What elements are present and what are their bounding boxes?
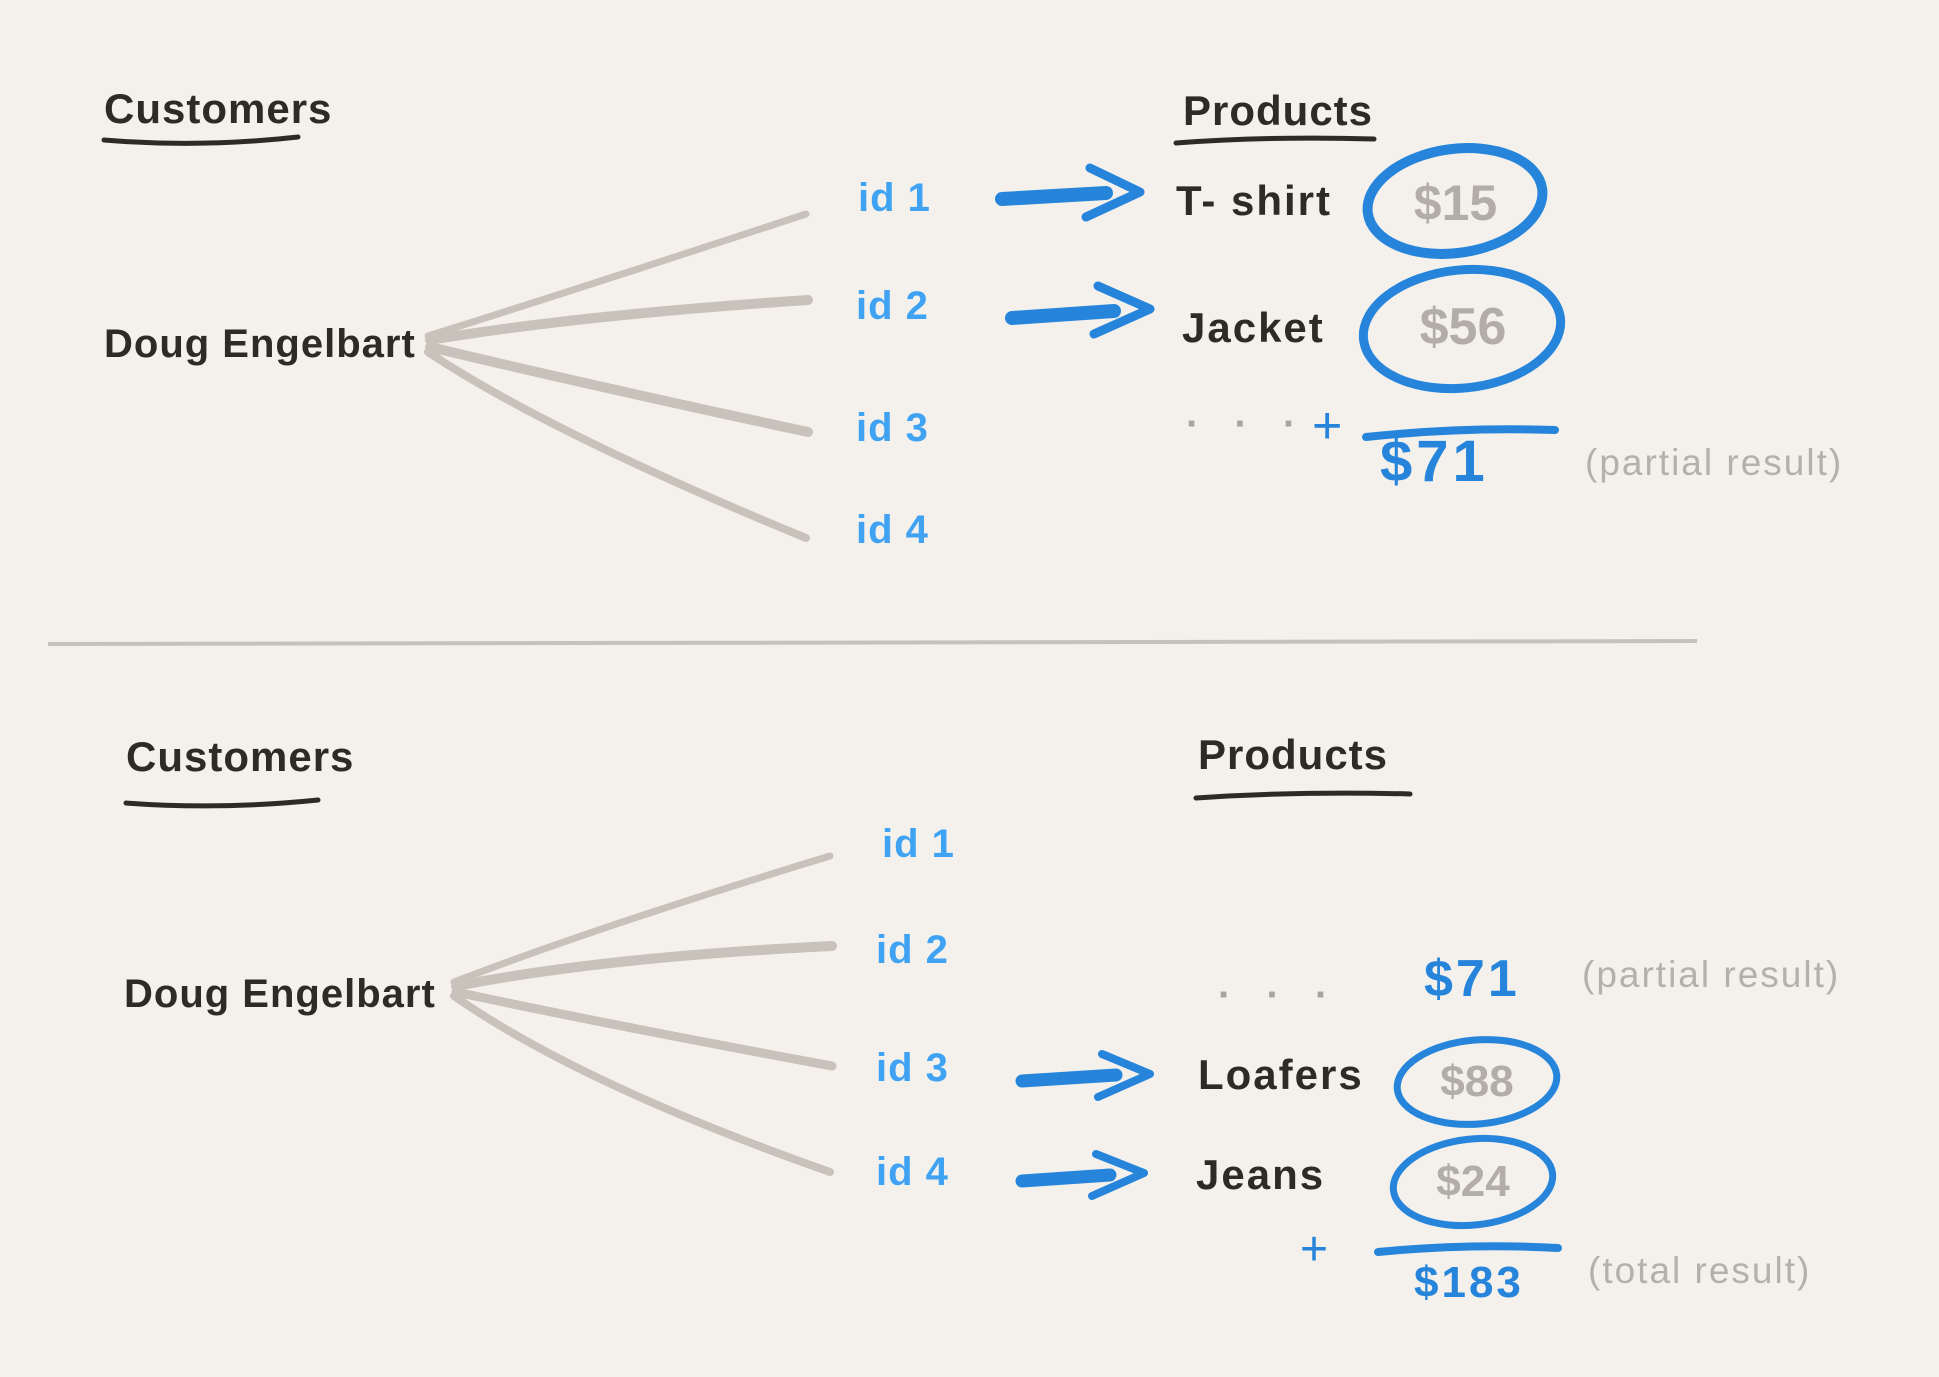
tree-branch-top-id2 [425, 295, 813, 345]
bottom-product-price-2: $24 [1436, 1157, 1510, 1206]
underline-products-top [1173, 135, 1377, 146]
bottom-id-4: id 4 [876, 1150, 949, 1194]
bottom-plus-sign: + [1300, 1223, 1329, 1276]
tree-branch-top-id3 [425, 342, 813, 437]
tree-branch-bottom-id3 [451, 987, 837, 1071]
divider-line [47, 639, 1698, 646]
sum-line-bottom [1374, 1242, 1562, 1256]
top-sum-value: $71 [1380, 429, 1489, 494]
top-id-4: id 4 [856, 508, 929, 552]
top-customer-name: Doug Engelbart [104, 322, 416, 366]
top-id-1: id 1 [858, 176, 931, 220]
bottom-sum-note: (total result) [1588, 1250, 1812, 1291]
arrow-icon-id4-jeans [1015, 1150, 1148, 1200]
bottom-id-2: id 2 [876, 928, 949, 972]
underline-customers-top [101, 134, 301, 146]
underline-products-bottom [1193, 790, 1413, 801]
sum-line-top [1362, 425, 1559, 441]
tree-branch-bottom-id2 [451, 941, 837, 991]
top-id-2: id 2 [856, 284, 929, 328]
tree-branch-top-id4 [424, 348, 810, 542]
arrow-icon-id1-tshirt [995, 163, 1145, 222]
underline-customers-bottom [123, 797, 321, 809]
top-product-price-2: $56 [1419, 298, 1507, 356]
top-product-name-1: T- shirt [1176, 177, 1333, 224]
bottom-ellipsis: · · · [1218, 973, 1341, 1017]
bottom-product-name-2: Jeans [1196, 1151, 1326, 1198]
price-circle-15 [1362, 143, 1548, 259]
bottom-id-1: id 1 [882, 822, 955, 866]
price-circle-88 [1393, 1036, 1561, 1128]
top-ellipsis: · · · [1186, 402, 1309, 446]
top-product-name-2: Jacket [1182, 304, 1325, 351]
bottom-carried-sum: $71 [1424, 950, 1520, 1008]
bottom-products-heading: Products [1198, 731, 1389, 778]
bottom-customer-name: Doug Engelbart [124, 972, 436, 1016]
bottom-product-price-1: $88 [1440, 1057, 1514, 1106]
price-circle-24 [1389, 1134, 1557, 1230]
tree-branch-bottom-id1 [450, 852, 834, 986]
bottom-product-name-1: Loafers [1198, 1051, 1364, 1098]
bottom-sum-value: $183 [1414, 1258, 1524, 1307]
top-products-heading: Products [1183, 87, 1374, 134]
bottom-customers-heading: Customers [126, 733, 355, 780]
top-plus-sign: + [1312, 397, 1343, 455]
tree-branch-bottom-id4 [450, 992, 834, 1176]
arrow-icon-id2-jacket [1005, 281, 1155, 339]
top-id-3: id 3 [856, 406, 929, 450]
bottom-id-3: id 3 [876, 1046, 949, 1090]
bottom-carried-note: (partial result) [1582, 954, 1841, 995]
arrow-icon-id3-loafers [1015, 1050, 1154, 1101]
price-circle-56 [1358, 264, 1566, 394]
top-sum-note: (partial result) [1585, 442, 1844, 483]
top-customers-heading: Customers [104, 85, 333, 132]
top-product-price-1: $15 [1413, 175, 1498, 231]
tree-branch-top-id1 [424, 210, 810, 340]
